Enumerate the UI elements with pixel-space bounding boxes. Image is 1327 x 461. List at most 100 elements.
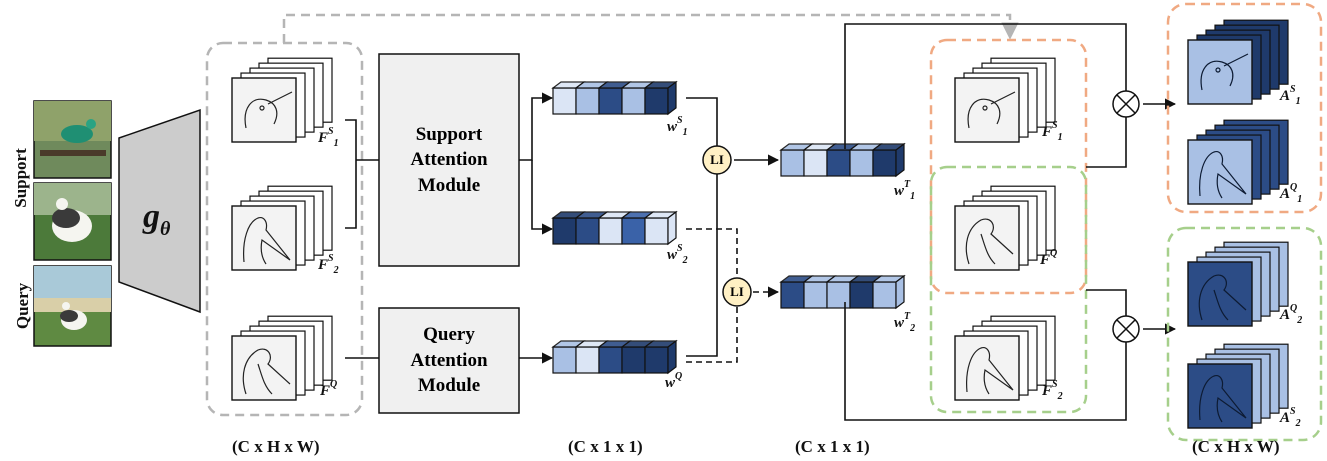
label-right-f2s: FS2 (1042, 379, 1063, 402)
vector-cell (598, 346, 623, 374)
vector-cell (552, 87, 577, 115)
vector-cell (552, 217, 577, 245)
output-stack-a2s (1187, 343, 1289, 429)
feature-map-front (954, 77, 1020, 143)
vector-cell (849, 149, 874, 177)
bird-sketch-icon (966, 347, 1014, 395)
vector-w2s (551, 210, 678, 246)
feature-map-front (231, 335, 297, 401)
bird-sketch-icon (1199, 375, 1247, 423)
multiply-node-2 (1112, 315, 1140, 343)
green-output-group (1166, 226, 1323, 442)
dims-label-4: (C x H x W) (1192, 437, 1280, 456)
query-attention-module-box (378, 307, 520, 414)
right-stack-fq (954, 185, 1056, 271)
li-label-2: LI (730, 284, 744, 299)
label-a1s: AS1 (1280, 84, 1301, 107)
output-stack-a1s (1187, 19, 1289, 105)
vector-cell (575, 87, 600, 115)
bird-sketch-icon (967, 91, 1016, 129)
vector-cell (575, 217, 600, 245)
label-f1s: FS1 (318, 126, 339, 149)
vector-cell (849, 281, 874, 309)
vector-wq (551, 339, 678, 375)
bird-sketch-icon (1198, 274, 1247, 321)
orange-output-group (1166, 2, 1323, 214)
support-connectors (345, 92, 554, 364)
label-a2s: AS2 (1280, 406, 1301, 429)
vector-cell (803, 149, 828, 177)
vector-side (667, 339, 677, 375)
li-connectors (686, 97, 780, 357)
support-image-1 (33, 100, 112, 179)
vector-side (895, 274, 905, 310)
multiply-connectors (844, 23, 1177, 421)
feature-map-front (1187, 261, 1253, 327)
right-stack-f1s (954, 57, 1056, 143)
right-stack-f2s (954, 315, 1056, 401)
support-side-label: Support (11, 148, 30, 208)
vector-cell (826, 281, 851, 309)
vector-cell (598, 87, 623, 115)
label-a1q: AQ1 (1280, 182, 1303, 205)
li-label-1: LI (710, 152, 724, 167)
feature-stack-f2s (231, 185, 333, 271)
label-right-f1s: FS1 (1042, 120, 1063, 143)
feature-map-front (1187, 39, 1253, 105)
vector-cell (872, 149, 897, 177)
green-feature-group (929, 165, 1088, 414)
bird-sketch-icon (244, 91, 293, 129)
feature-map-front (954, 205, 1020, 271)
label-w2s: wS2 (667, 243, 688, 266)
bird-sketch-icon (242, 348, 291, 395)
dims-label-3: (C x 1 x 1) (795, 437, 870, 456)
label-w1s: wS1 (667, 115, 688, 138)
multiply-node-1 (1112, 90, 1140, 118)
dims-label-1: (C x H x W) (232, 437, 320, 456)
vector-cell (621, 346, 646, 374)
query-image (33, 265, 112, 347)
query-side-label: Query (13, 282, 32, 330)
vector-side (667, 80, 677, 116)
vector-side (895, 142, 905, 178)
backbone-encoder (118, 108, 201, 314)
vector-cell (780, 149, 805, 177)
support-attention-module-box (378, 53, 520, 267)
label-w1t: wT1 (894, 179, 916, 202)
label-wq: wQ (665, 371, 683, 391)
vector-cell (780, 281, 805, 309)
dims-label-2: (C x 1 x 1) (568, 437, 643, 456)
li-node-1 (702, 145, 732, 175)
vector-w2t (779, 274, 906, 310)
vector-cell (872, 281, 897, 309)
bird-sketch-icon (965, 218, 1014, 265)
vector-cell (826, 149, 851, 177)
bird-sketch-icon (1199, 151, 1247, 199)
vector-cell (644, 217, 669, 245)
li-dashed-connectors (686, 228, 780, 363)
output-stack-a2q (1187, 241, 1289, 327)
vector-w1s (551, 80, 678, 116)
label-right-fq: FQ (1040, 248, 1058, 268)
backbone-label: gθ (143, 198, 171, 240)
vector-cell (644, 87, 669, 115)
output-stack-a1q (1187, 119, 1289, 205)
vector-cell (621, 217, 646, 245)
label-fq: FQ (320, 379, 338, 399)
vector-cell (803, 281, 828, 309)
label-a2q: AQ2 (1280, 303, 1303, 326)
label-f2s: FS2 (318, 253, 339, 276)
vector-cell (621, 87, 646, 115)
feature-map-front (231, 205, 297, 271)
bird-sketch-icon (1200, 53, 1249, 91)
dashed-top-connector (282, 13, 1019, 43)
feature-map-front (231, 77, 297, 143)
vector-cell (644, 346, 669, 374)
bird-sketch-icon (243, 217, 291, 265)
vector-cell (552, 346, 577, 374)
vector-cell (575, 346, 600, 374)
label-w2t: wT2 (894, 311, 916, 334)
